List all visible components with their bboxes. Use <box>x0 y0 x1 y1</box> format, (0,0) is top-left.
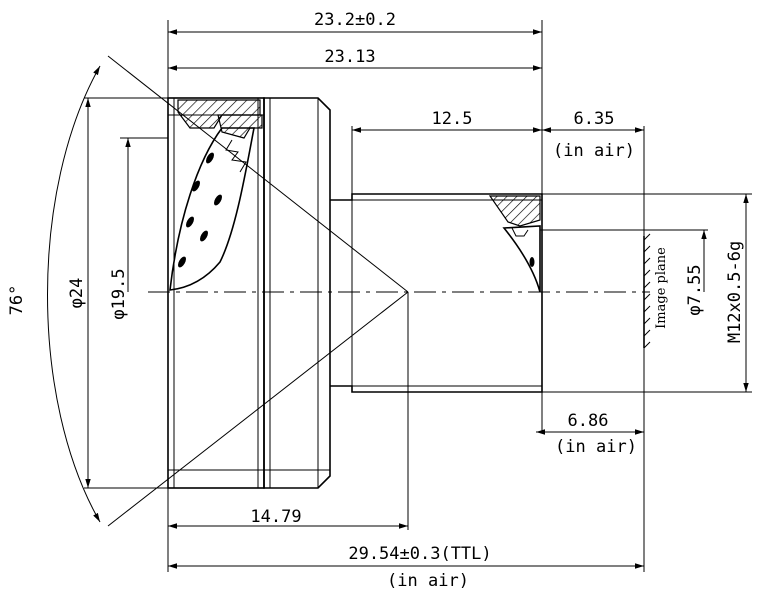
image-plane <box>643 233 651 349</box>
thread-spec-label: M12x0.5-6g <box>725 241 745 343</box>
dim-flange-focal: 6.86 <box>568 411 609 431</box>
front-lens-element <box>169 127 255 291</box>
rear-lens-element <box>502 225 541 293</box>
front-spacer-hatch <box>217 114 263 139</box>
dim-body-length: 23.13 <box>324 47 375 67</box>
image-plane-label: Image plane <box>654 247 669 329</box>
dim-ttl: 29.54±0.3(TTL) <box>348 544 491 564</box>
fov-angle-label: 76° <box>7 285 27 316</box>
dim-flange-focal-note: (in air) <box>555 437 637 457</box>
dim-bfl-top: 6.35 <box>574 109 615 129</box>
rear-retainer-hatch <box>488 195 541 227</box>
rear-barrel <box>330 193 543 393</box>
field-of-view-lines <box>47 55 409 527</box>
dim-front-to-pupil: 14.79 <box>250 507 301 527</box>
dimension-lines <box>85 29 749 569</box>
dim-ttl-note: (in air) <box>387 571 469 591</box>
front-retainer-hatch <box>177 99 261 129</box>
extension-lines <box>84 20 752 572</box>
dim-barrel-length: 12.5 <box>432 109 473 129</box>
dia-24-label: φ24 <box>67 278 87 309</box>
dim-bfl-top-note: (in air) <box>553 141 635 161</box>
lens-body-ring <box>263 97 331 489</box>
dim-overall-length: 23.2±0.2 <box>314 10 396 30</box>
dia-19-5-label: φ19.5 <box>109 268 129 319</box>
dia-7-55-label: φ7.55 <box>685 264 705 315</box>
lens-body-front <box>167 97 265 489</box>
